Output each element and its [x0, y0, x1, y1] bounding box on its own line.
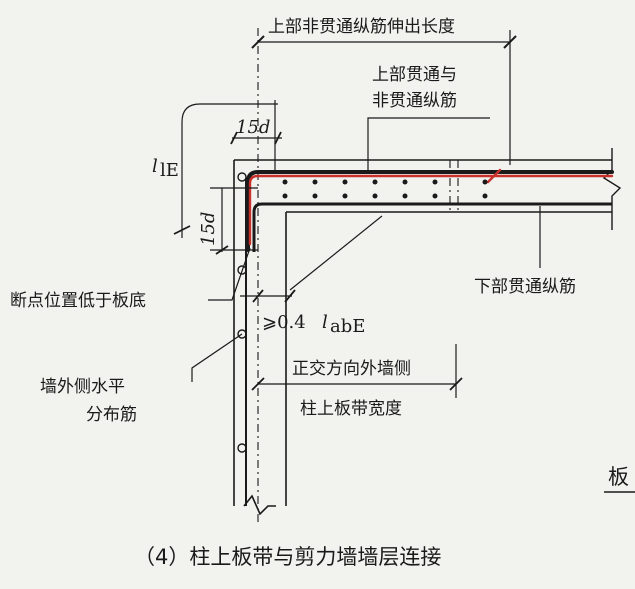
label-15d-side: 15d — [198, 212, 219, 246]
label-break-point: 断点位置低于板底 — [10, 291, 146, 311]
dim-extension — [251, 30, 517, 165]
dim-anchor — [240, 215, 383, 303]
label-top-extension: 上部非贯通纵筋伸出长度 — [268, 17, 455, 37]
caption: （4）柱上板带与剪力墙墙层连接 — [134, 545, 441, 569]
bottom-rebar — [252, 202, 612, 252]
label-anchor-l: l — [322, 312, 328, 333]
label-lle-sub: lE — [160, 160, 179, 181]
wall-rebar-circles — [237, 172, 247, 453]
leader-break — [208, 247, 251, 301]
label-strip-width-1: 正交方向外墙侧 — [292, 359, 411, 379]
dim-lle — [173, 103, 278, 238]
label-strip-width-2: 柱上板带宽度 — [300, 399, 402, 419]
label-top-rebar-2: 非贯通纵筋 — [372, 91, 457, 111]
label-anchor-sub: abE — [330, 316, 365, 337]
label-anchor-prefix: ⩾0.4 — [262, 312, 306, 333]
slab-break — [602, 148, 622, 230]
label-top-rebar-1: 上部贯通与 — [372, 65, 457, 85]
dim-15d-side — [210, 187, 258, 255]
label-side-char: 板 — [608, 465, 629, 489]
label-bottom-rebar: 下部贯通纵筋 — [474, 277, 576, 297]
wall-outline — [233, 159, 612, 516]
leader-wall-rebar — [191, 333, 243, 382]
label-lle: l — [152, 156, 158, 177]
leader-top-rebar — [367, 117, 490, 172]
label-wall-rebar-1: 墙外侧水平 — [40, 377, 125, 397]
dim-15d-top — [230, 100, 282, 170]
label-15d-top: 15d — [236, 117, 270, 138]
dim-strip-width — [251, 344, 463, 398]
top-rebar — [246, 168, 614, 252]
rebar-dots — [282, 179, 488, 199]
label-wall-rebar-2: 分布筋 — [86, 405, 137, 425]
